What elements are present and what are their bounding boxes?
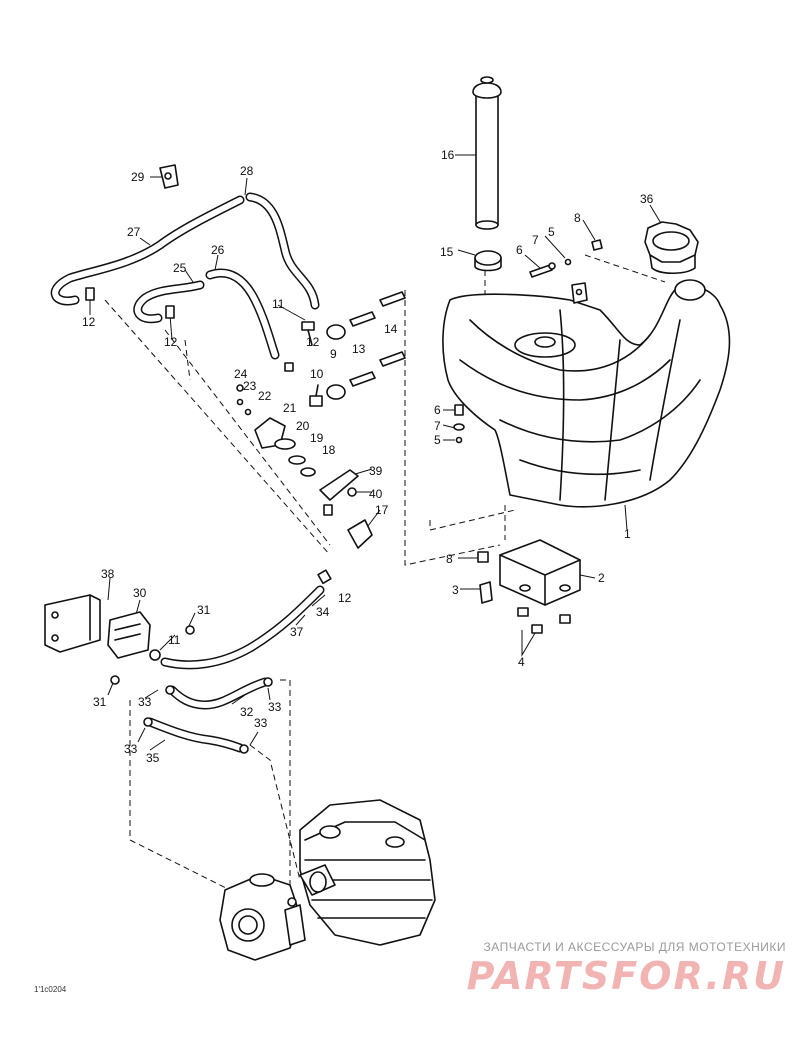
part-label: 17 <box>375 503 389 517</box>
watermark-brand-logo: PARTSFOR.RU <box>466 954 786 998</box>
part-label: 9 <box>330 347 337 361</box>
part-label: 28 <box>240 164 254 178</box>
part-label: 11 <box>168 633 181 647</box>
valve-assembly-17-24 <box>236 384 373 549</box>
part-label: 29 <box>131 170 145 184</box>
part-label: 4 <box>518 655 525 669</box>
part-label: 1 <box>624 527 631 541</box>
part-label: 6 <box>516 243 523 257</box>
part-label: 3 <box>452 583 459 597</box>
part-label: 33 <box>138 695 152 709</box>
part-label: 11 <box>272 297 285 311</box>
grommet-9 <box>326 324 346 400</box>
hose-35 <box>145 717 245 753</box>
clamps-12 <box>85 287 332 585</box>
part-label: 2 <box>598 571 605 585</box>
part-label: 40 <box>369 487 383 501</box>
part-label: 18 <box>322 443 336 457</box>
bracket-fasteners <box>477 551 571 634</box>
watermark: ЗАПЧАСТИ И АКСЕССУАРЫ ДЛЯ МОТОТЕХНИКИ PA… <box>466 940 786 998</box>
part-label: 8 <box>446 552 453 566</box>
hose-28 <box>245 192 320 310</box>
fuel-cap-36 <box>644 221 699 275</box>
part-label: 16 <box>441 148 455 162</box>
part-label: 19 <box>310 431 324 445</box>
part-label: 12 <box>306 335 320 349</box>
part-label: 39 <box>369 464 383 478</box>
part-label: 36 <box>640 192 654 206</box>
hose-25 <box>133 280 205 324</box>
part-label: 24 <box>234 367 248 381</box>
part-label: 22 <box>258 389 272 403</box>
part-label: 23 <box>243 379 257 393</box>
fuel-tank-1 <box>442 279 731 508</box>
pins-13-14 <box>349 291 406 387</box>
part-label: 12 <box>164 335 178 349</box>
leader-lines <box>89 154 663 751</box>
hose-26 <box>205 268 280 360</box>
hose-32 <box>167 677 270 710</box>
part-label: 31 <box>93 695 107 709</box>
part-label: 26 <box>211 243 225 257</box>
part-label: 33 <box>268 700 282 714</box>
bracket-2 <box>499 539 581 606</box>
part-number-labels: 1 2 3 4 5 5 6 6 7 7 8 8 9 10 11 11 12 12… <box>34 148 654 994</box>
part-label: 37 <box>290 625 304 639</box>
fuel-pump-30 <box>107 611 273 754</box>
fitting-10-11 <box>284 321 323 407</box>
part-label: 5 <box>548 225 555 239</box>
hose-37 <box>160 585 325 670</box>
carburetor <box>219 873 306 961</box>
watermark-tagline: ЗАПЧАСТИ И АКСЕССУАРЫ ДЛЯ МОТОТЕХНИКИ <box>483 940 786 954</box>
filler-neck-16 <box>472 76 502 230</box>
part-label: 7 <box>532 233 539 247</box>
part-label: 38 <box>101 567 115 581</box>
part-label: 30 <box>133 586 147 600</box>
part-label: 8 <box>574 211 581 225</box>
seal-15 <box>474 250 502 272</box>
clamp-29 <box>159 164 179 189</box>
part-label: 34 <box>316 605 330 619</box>
part-label: 10 <box>310 367 324 381</box>
part-label: 33 <box>124 742 138 756</box>
part-label: 13 <box>352 342 366 356</box>
part-label: 14 <box>384 322 398 336</box>
pump-bracket-38 <box>44 594 101 653</box>
part-label: 5 <box>434 433 441 447</box>
tank-hardware <box>453 239 603 444</box>
engine-cylinder-head <box>299 799 436 946</box>
part-label: 7 <box>434 419 441 433</box>
hose-27 <box>50 195 245 306</box>
part-label: 15 <box>440 245 454 259</box>
part-label: 12 <box>82 315 96 329</box>
part-label: 32 <box>240 705 254 719</box>
part-label: 31 <box>197 603 211 617</box>
part-label: 33 <box>254 716 268 730</box>
part-label: 35 <box>146 751 160 765</box>
part-label: 25 <box>173 261 187 275</box>
part-label: 21 <box>283 401 297 415</box>
part-label: 27 <box>127 225 141 239</box>
drawing-code: 1'1c0204 <box>34 985 67 994</box>
part-label: 6 <box>434 403 441 417</box>
part-label: 12 <box>338 591 352 605</box>
part-label: 20 <box>296 419 310 433</box>
